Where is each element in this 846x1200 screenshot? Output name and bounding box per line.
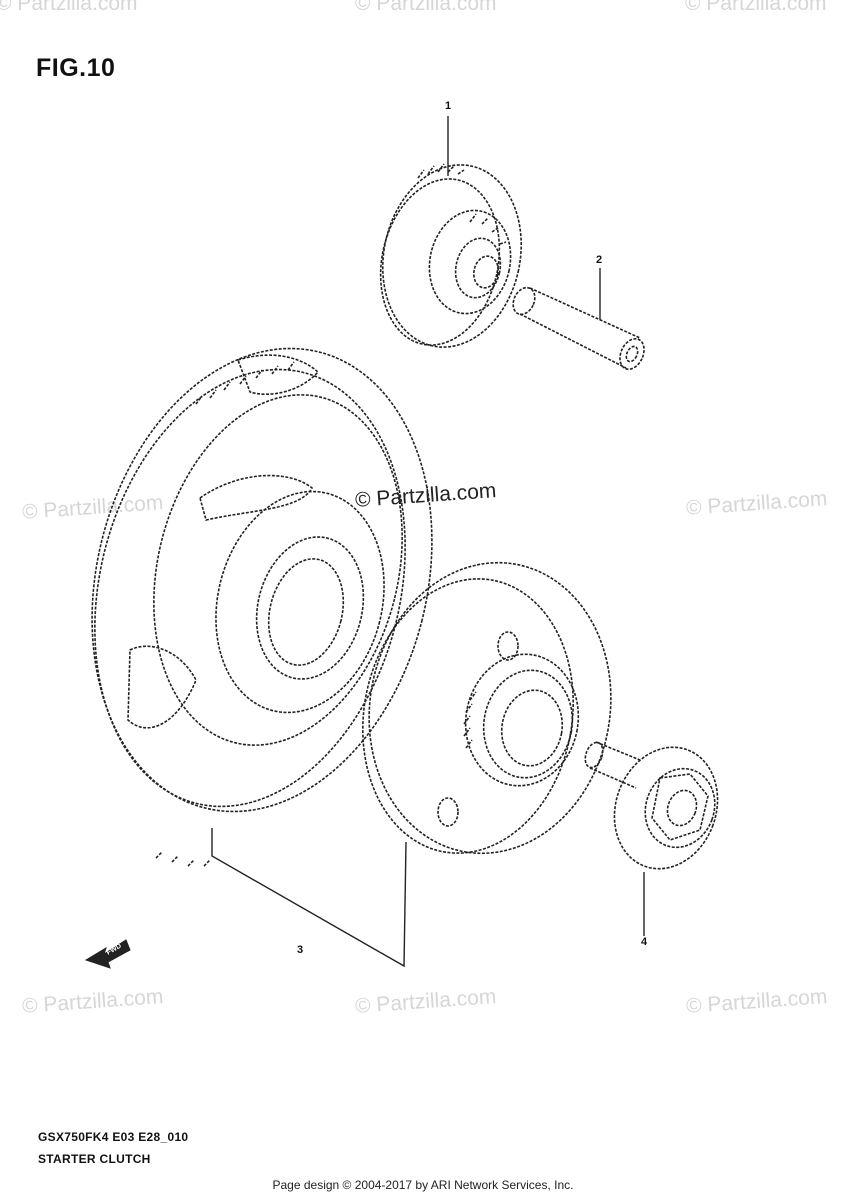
idler-gear-part-1: [379, 163, 523, 348]
bolt-part-4: [584, 741, 719, 870]
leader-lines: [211, 116, 645, 968]
fwd-arrow-icon: FWD: [84, 939, 131, 969]
diagram-name: STARTER CLUTCH: [38, 1152, 151, 1166]
callout-2: 2: [596, 254, 603, 266]
callout-1: 1: [445, 100, 452, 112]
shaft-part-2: [512, 286, 645, 371]
diagram-code: GSX750FK4 E03 E28_010: [38, 1130, 189, 1144]
watermark-top-right: © Partzilla.com: [685, 0, 827, 15]
figure-title: FIG.10: [36, 54, 116, 82]
starter-gear-part-3: [91, 347, 433, 867]
watermark-top-left: © Partzilla.com: [0, 0, 138, 15]
footer-copyright: Page design © 2004-2017 by ARI Network S…: [272, 1178, 574, 1192]
callout-4: 4: [641, 936, 648, 948]
clutch-housing-part-3: [362, 561, 612, 855]
watermark-top-center: © Partzilla.com: [355, 0, 497, 15]
callout-3: 3: [297, 944, 304, 956]
